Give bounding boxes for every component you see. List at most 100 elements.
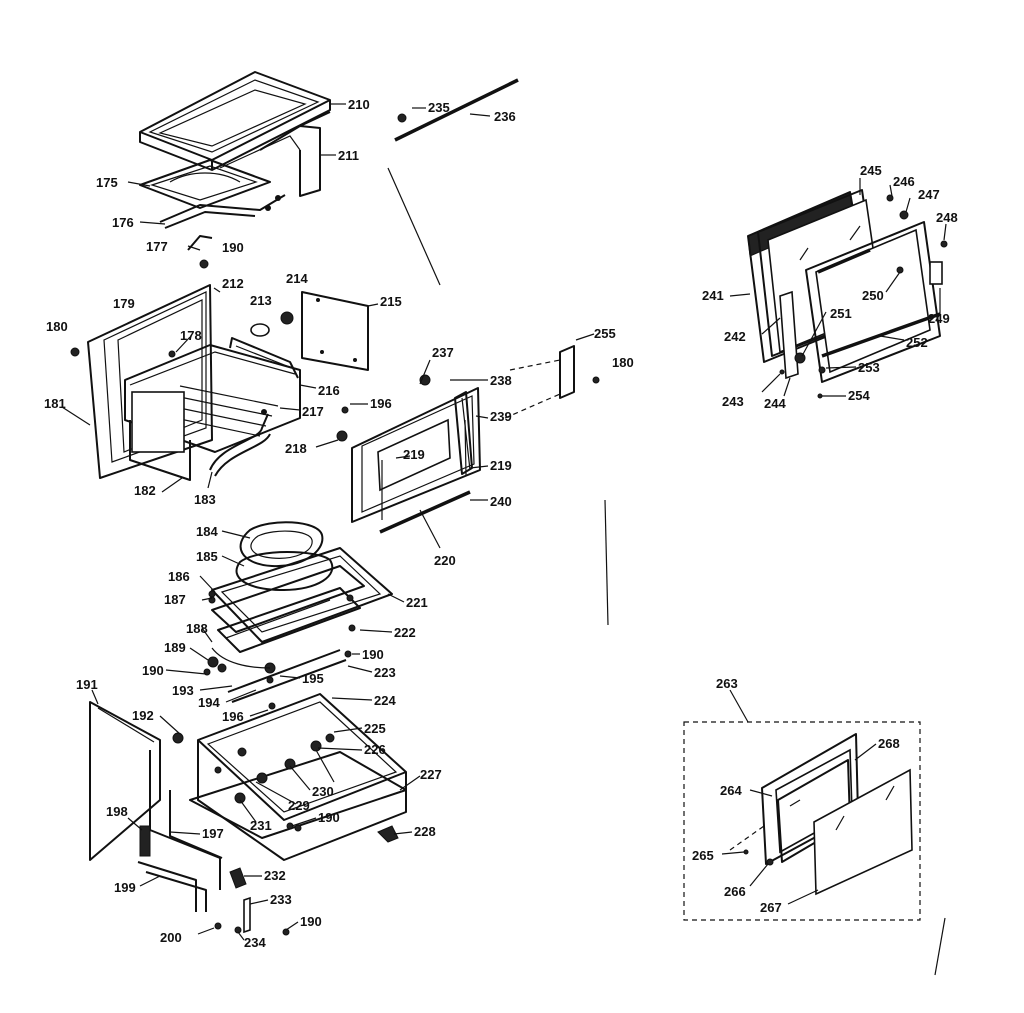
broiler-pan [208,521,393,653]
glass-pack-263 [683,721,921,921]
label-228: 228 [414,824,436,839]
label-239: 239 [490,409,512,424]
label-232: 232 [264,868,286,883]
label-184: 184 [196,524,218,539]
hood-assembly [139,71,331,197]
divider-line [604,499,609,626]
label-183: 183 [194,492,216,507]
right-door-assembly [747,189,948,399]
oven-door-frame [336,374,481,534]
label-227: 227 [420,767,442,782]
label-218: 218 [285,441,307,456]
screw-178 [168,350,176,358]
label-236: 236 [494,109,516,124]
label-200: 200 [160,930,182,945]
part-labels: 210 211 175 176 177 190 235 236 179 212 … [44,97,958,950]
element-183 [209,409,271,477]
label-186: 186 [168,569,190,584]
label-182: 182 [134,483,156,498]
label-210: 210 [348,97,370,112]
label-193: 193 [172,683,194,698]
light-213-214 [250,311,294,337]
label-238: 238 [490,373,512,388]
label-222: 222 [394,625,416,640]
label-215: 215 [380,294,402,309]
label-254: 254 [848,388,870,403]
label-240: 240 [490,494,512,509]
label-241: 241 [702,288,724,303]
element-193-195 [211,647,347,710]
label-176: 176 [112,215,134,230]
label-188: 188 [186,621,208,636]
part-228 [286,822,399,843]
screw-222 [348,624,356,632]
side-panel-191 [89,701,161,861]
label-190: 190 [222,240,244,255]
label-251: 251 [830,306,852,321]
rail-197-199 [137,750,290,936]
label-219b: 219 [490,458,512,473]
label-180b: 180 [612,355,634,370]
label-253: 253 [858,360,880,375]
label-231: 231 [250,818,272,833]
label-190d: 190 [318,810,340,825]
label-178: 178 [180,328,202,343]
label-199: 199 [114,880,136,895]
label-212: 212 [222,276,244,291]
label-244: 244 [764,396,786,411]
label-245: 245 [860,163,882,178]
label-181: 181 [44,396,66,411]
label-268: 268 [878,736,900,751]
label-252: 252 [906,335,928,350]
label-180: 180 [46,319,68,334]
label-175: 175 [96,175,118,190]
screw-190b [344,650,352,658]
oven-cavity [87,284,301,481]
label-220: 220 [434,553,456,568]
label-224: 224 [374,693,396,708]
label-190c: 190 [142,663,164,678]
label-195: 195 [302,671,324,686]
label-226: 226 [364,742,386,757]
label-187: 187 [164,592,186,607]
label-191: 191 [76,677,98,692]
element-176 [159,194,286,229]
label-265: 265 [692,848,714,863]
leader-lines [61,103,947,941]
label-217: 217 [302,404,324,419]
label-250: 250 [862,288,884,303]
label-189: 189 [164,640,186,655]
panel-215 [301,291,369,371]
label-237: 237 [432,345,454,360]
label-190e: 190 [300,914,322,929]
label-243: 243 [722,394,744,409]
label-197: 197 [202,826,224,841]
label-264: 264 [720,783,742,798]
label-190b: 190 [362,647,384,662]
drawer-body [172,693,407,861]
label-196b: 196 [222,709,244,724]
label-246: 246 [893,174,915,189]
label-185: 185 [196,549,218,564]
label-179: 179 [113,296,135,311]
label-230: 230 [312,784,334,799]
label-248: 248 [936,210,958,225]
label-214: 214 [286,271,308,286]
label-192: 192 [132,708,154,723]
grate-175 [139,159,271,209]
label-196: 196 [370,396,392,411]
label-263: 263 [716,676,738,691]
label-194: 194 [198,695,220,710]
label-211: 211 [338,148,359,163]
label-234: 234 [244,935,266,950]
label-267: 267 [760,900,782,915]
label-225: 225 [364,721,386,736]
label-219a: 219 [403,447,425,462]
bracket-177 [187,235,213,269]
label-249: 249 [928,311,950,326]
rod-236 [394,78,519,142]
screw-180 [70,347,80,357]
label-213: 213 [250,293,272,308]
hinge-255 [504,345,600,419]
